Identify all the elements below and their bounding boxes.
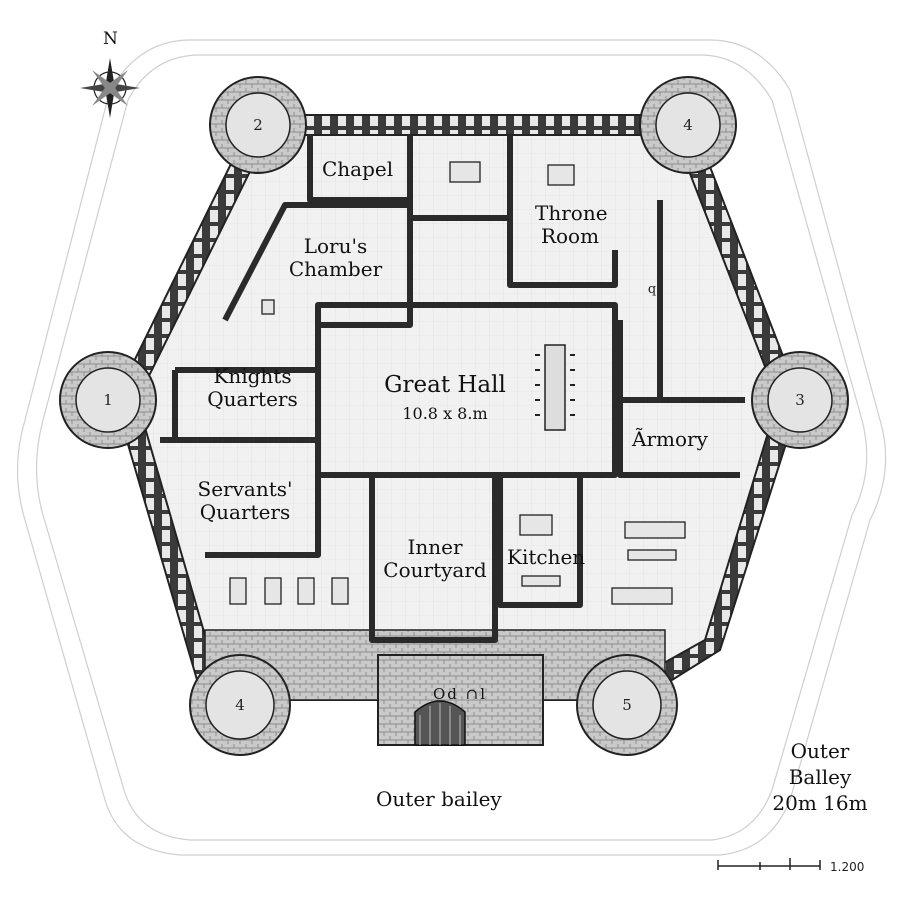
furniture bbox=[229, 161, 686, 605]
room-armory: Ãrmory bbox=[632, 427, 708, 451]
room-servants-quarters: Servants' Quarters bbox=[197, 477, 293, 524]
great-hall-dimensions: 10.8 x 8.m bbox=[402, 404, 488, 423]
scale-label: 1.200 bbox=[830, 860, 865, 874]
outer-bailey-label: Outer bailey bbox=[376, 787, 502, 811]
tower-4-sw bbox=[189, 654, 291, 756]
tower-5 bbox=[576, 654, 678, 756]
room-lorus-chamber: Loru's Chamber bbox=[288, 234, 383, 281]
room-kitchen: Kitchen bbox=[507, 545, 586, 569]
room-knights-quarters: Knights Quarters bbox=[207, 364, 298, 411]
terrain-contours bbox=[16, 39, 887, 856]
stair-mark: q bbox=[647, 282, 657, 297]
tower-1 bbox=[59, 351, 157, 449]
north-label: N bbox=[103, 29, 118, 49]
room-inner-courtyard: Inner Courtyard bbox=[383, 535, 487, 582]
compass-rose-icon bbox=[80, 58, 140, 118]
tower-3 bbox=[751, 351, 849, 449]
tower-number-4-ne: 4 bbox=[683, 116, 693, 134]
tower-number-5: 5 bbox=[622, 696, 632, 714]
tower-number-3: 3 bbox=[795, 391, 805, 409]
room-chapel: Chapel bbox=[322, 157, 394, 181]
scale-bar-icon bbox=[717, 858, 821, 870]
interior-walls bbox=[160, 135, 745, 643]
outer-bailey-dimensions: Outer Balley 20m 16m bbox=[772, 739, 868, 815]
tower-number-2: 2 bbox=[253, 116, 263, 134]
tower-4-ne bbox=[639, 76, 737, 174]
room-throne-room: Throne Room bbox=[535, 201, 608, 248]
room-great-hall: Great Hall bbox=[384, 372, 506, 398]
tower-number-4-sw: 4 bbox=[235, 696, 245, 714]
towers bbox=[59, 76, 849, 756]
tower-number-1: 1 bbox=[103, 391, 113, 409]
gatehouse-label: Od ∩l bbox=[432, 685, 488, 703]
great-hall-table bbox=[535, 344, 575, 431]
tower-2 bbox=[209, 76, 307, 174]
